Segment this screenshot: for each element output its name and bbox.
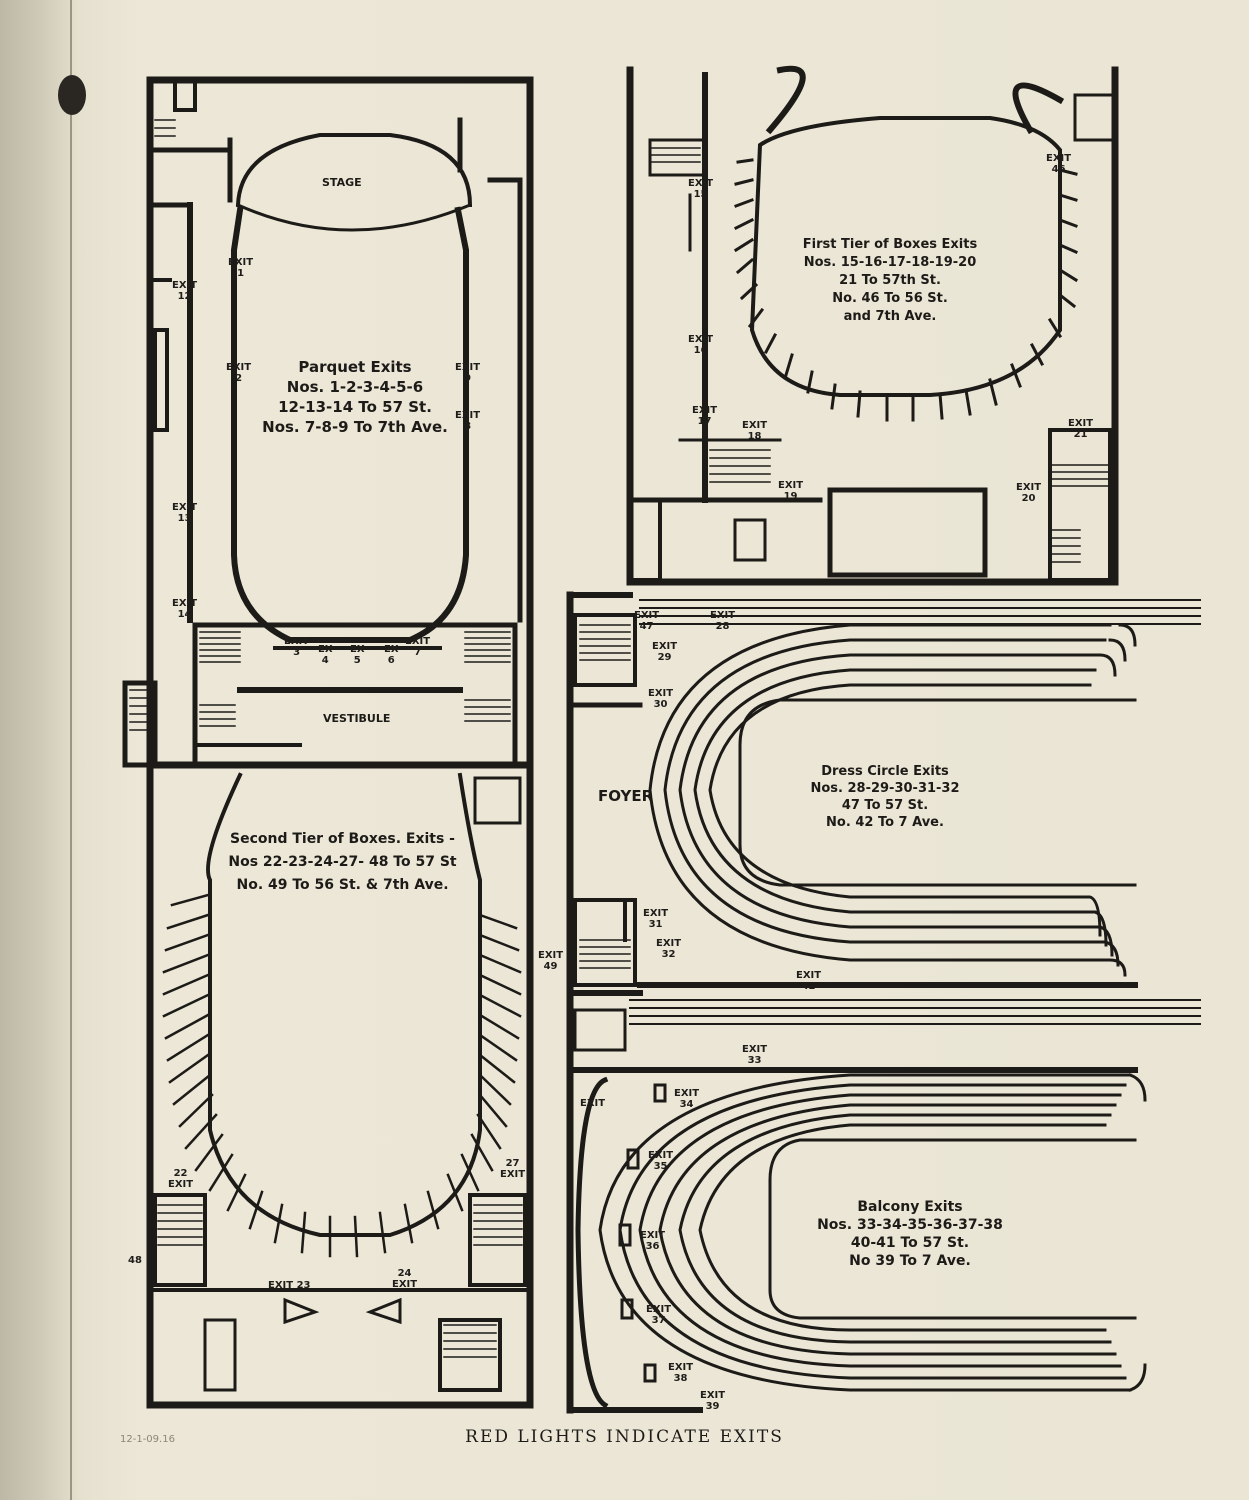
exit-48: 48: [128, 1255, 142, 1266]
footer-caption: RED LIGHTS INDICATE EXITS: [465, 1427, 784, 1447]
parquet-exits-title: Parquet Exits: [298, 358, 412, 376]
stage-label: STAGE: [322, 176, 362, 189]
second-tier-title: Second Tier of Boxes. Exits -: [229, 831, 455, 847]
foyer-label: FOYER: [598, 787, 654, 805]
balcony-line-3: No 39 To 7 Ave.: [849, 1253, 971, 1269]
first-tier-plan: [626, 65, 1119, 586]
parquet-line-3: Nos. 7-8-9 To 7th Ave.: [262, 418, 448, 436]
dress-circle-line-1: Nos. 28-29-30-31-32: [810, 781, 960, 796]
second-tier-caption: Second Tier of Boxes. Exits - Nos 22-23-…: [205, 828, 480, 897]
dress-circle-title: Dress Circle Exits: [821, 764, 949, 779]
second-tier-line-2: No. 49 To 56 St. & 7th Ave.: [236, 877, 449, 893]
exit-23: EXIT 23: [268, 1280, 311, 1291]
balcony-plan: [566, 996, 1201, 1414]
parquet-exits-caption: Parquet Exits Nos. 1-2-3-4-5-6 12-13-14 …: [250, 357, 460, 437]
dress-circle-caption: Dress Circle Exits Nos. 28-29-30-31-32 4…: [800, 763, 970, 831]
ink-stain: [58, 75, 86, 115]
exit-40: EXIT: [580, 1098, 606, 1109]
first-tier-line-4: and 7th Ave.: [843, 309, 937, 324]
second-tier-plan: [146, 766, 534, 1409]
parquet-plan: [122, 76, 534, 769]
second-tier-line-1: Nos 22-23-24-27- 48 To 57 St: [228, 854, 457, 870]
balcony-caption: Balcony Exits Nos. 33-34-35-36-37-38 40-…: [815, 1198, 1005, 1270]
archive-stamp: 12-1-09.16: [120, 1434, 175, 1445]
first-tier-caption: First Tier of Boxes Exits Nos. 15-16-17-…: [800, 236, 980, 326]
first-tier-title: First Tier of Boxes Exits: [802, 237, 978, 252]
balcony-title: Balcony Exits: [857, 1199, 963, 1215]
dress-circle-line-3: No. 42 To 7 Ave.: [826, 815, 944, 830]
parquet-line-1: Nos. 1-2-3-4-5-6: [286, 378, 424, 396]
first-tier-line-3: No. 46 To 56 St.: [832, 291, 948, 306]
balcony-line-1: Nos. 33-34-35-36-37-38: [817, 1217, 1003, 1233]
balcony-line-2: 40-41 To 57 St.: [850, 1235, 970, 1251]
dress-circle-line-2: 47 To 57 St.: [841, 798, 929, 813]
page-gutter: [70, 0, 72, 1500]
parquet-line-2: 12-13-14 To 57 St.: [278, 398, 432, 416]
first-tier-line-2: 21 To 57th St.: [839, 273, 941, 288]
vestibule-label: VESTIBULE: [323, 712, 391, 725]
first-tier-line-1: Nos. 15-16-17-18-19-20: [803, 255, 977, 270]
dress-circle-plan: [566, 591, 1201, 997]
